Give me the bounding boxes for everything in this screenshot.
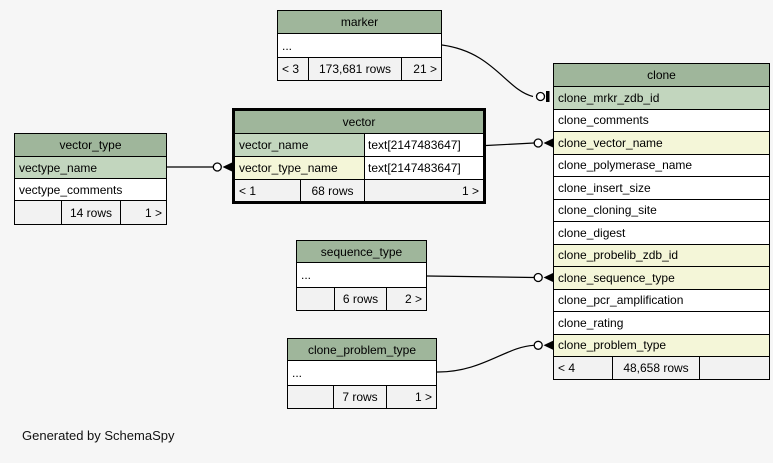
table-row: ...: [297, 263, 426, 288]
table-clone_problem_type-title[interactable]: clone_problem_type: [288, 339, 436, 361]
footer-parents: [297, 288, 334, 310]
footer-children: 1 >: [414, 390, 432, 404]
table-marker: marker ... < 3 173,681 rows 21 >: [277, 10, 442, 81]
footer-parents: [288, 386, 333, 408]
relationship-marker-clone: [441, 44, 550, 102]
footer-rowcount: 6 rows: [334, 288, 387, 310]
relationship-line: [436, 344, 535, 373]
table-sequence_type-footer: 6 rows 2 >: [297, 288, 426, 310]
column-clone_pcr_amplification[interactable]: clone_pcr_amplification: [554, 289, 769, 312]
relationship-line: [426, 275, 535, 279]
column-clone_insert_size[interactable]: clone_insert_size: [554, 177, 769, 200]
column-vector_name[interactable]: vector_name text[2147483647]: [235, 134, 483, 157]
column-ellipsis: ...: [292, 366, 303, 380]
table-clone-footer: < 4 48,658 rows: [554, 357, 769, 379]
table-clone_problem_type-footer: 7 rows 1 >: [288, 386, 436, 408]
column-clone_sequence_type[interactable]: clone_sequence_type: [554, 267, 769, 290]
arrow-connector-icon: [543, 138, 553, 148]
column-vectype_name[interactable]: vectype_name: [15, 157, 166, 179]
arrow-connector-icon: [543, 340, 553, 350]
column-clone_digest[interactable]: clone_digest: [554, 222, 769, 245]
odot-connector-icon: [533, 138, 543, 148]
table-clone: clone clone_mrkr_zdb_id clone_comments c…: [553, 63, 770, 380]
odot-connector-icon: [533, 272, 543, 283]
table-clone-title[interactable]: clone: [554, 64, 769, 87]
column-clone_probelib_zdb_id[interactable]: clone_probelib_zdb_id: [554, 244, 769, 267]
table-vector_type-footer: 14 rows 1 >: [15, 201, 166, 224]
table-vector-title[interactable]: vector: [235, 111, 483, 134]
table-row: ...: [278, 34, 441, 58]
table-clone_problem_type: clone_problem_type ... 7 rows 1 >: [287, 338, 437, 409]
table-sequence_type: sequence_type ... 6 rows 2 >: [296, 240, 427, 311]
table-sequence_type-title[interactable]: sequence_type: [297, 241, 426, 263]
footer-children: 1 >: [144, 205, 162, 220]
relationship-clone_problem_type-clone: [436, 340, 553, 373]
column-ellipsis: ...: [282, 38, 293, 53]
footer-children: 1 >: [461, 183, 479, 198]
table-vector_type-title[interactable]: vector_type: [15, 134, 166, 157]
column-vector_type_name[interactable]: vector_type_name text[2147483647]: [235, 157, 483, 180]
relationship-vector-clone: [485, 138, 553, 148]
table-marker-title[interactable]: marker: [278, 11, 441, 34]
table-row: ...: [288, 361, 436, 386]
generated-by-note: Generated by SchemaSpy: [22, 428, 175, 443]
column-ellipsis: ...: [301, 268, 312, 282]
tee-connector-icon: [546, 91, 550, 102]
table-vector_type: vector_type vectype_name vectype_comment…: [14, 133, 167, 225]
footer-parents: [15, 201, 61, 224]
column-clone_problem_type[interactable]: clone_problem_type: [554, 334, 769, 357]
column-clone_mrkr_zdb_id[interactable]: clone_mrkr_zdb_id: [554, 87, 769, 110]
footer-rowcount: 68 rows: [300, 180, 365, 201]
column-clone_vector_name[interactable]: clone_vector_name: [554, 132, 769, 155]
footer-rowcount: 7 rows: [333, 386, 387, 408]
arrow-connector-icon: [222, 162, 232, 172]
footer-parents: < 3: [282, 62, 300, 76]
column-vectype_comments[interactable]: vectype_comments: [15, 179, 166, 201]
relationship-line: [485, 142, 535, 147]
relationship-vector_type-vector: [167, 162, 232, 172]
odot-connector-icon: [535, 91, 546, 102]
column-clone_cloning_site[interactable]: clone_cloning_site: [554, 199, 769, 222]
column-clone_comments[interactable]: clone_comments: [554, 109, 769, 132]
column-clone_rating[interactable]: clone_rating: [554, 312, 769, 335]
arrow-connector-icon: [543, 273, 553, 282]
odot-connector-icon: [212, 162, 222, 172]
footer-parents: < 1: [239, 183, 257, 198]
footer-rowcount: 14 rows: [61, 201, 121, 224]
footer-rowcount: 48,658 rows: [612, 357, 700, 379]
footer-children: [700, 357, 769, 379]
footer-parents: < 4: [558, 361, 576, 375]
relationship-sequence_type-clone: [426, 272, 553, 283]
table-vector-footer: < 1 68 rows 1 >: [235, 180, 483, 201]
column-type: text[2147483647]: [365, 157, 483, 179]
column-type: text[2147483647]: [365, 134, 483, 156]
table-vector: vector vector_name text[2147483647] vect…: [232, 108, 486, 204]
footer-rowcount: 173,681 rows: [308, 58, 402, 80]
column-clone_polymerase_name[interactable]: clone_polymerase_name: [554, 154, 769, 177]
table-marker-footer: < 3 173,681 rows 21 >: [278, 58, 441, 80]
odot-connector-icon: [533, 340, 543, 350]
relationship-line: [441, 44, 534, 98]
footer-children: 21 >: [413, 62, 437, 76]
footer-children: 2 >: [404, 292, 422, 306]
